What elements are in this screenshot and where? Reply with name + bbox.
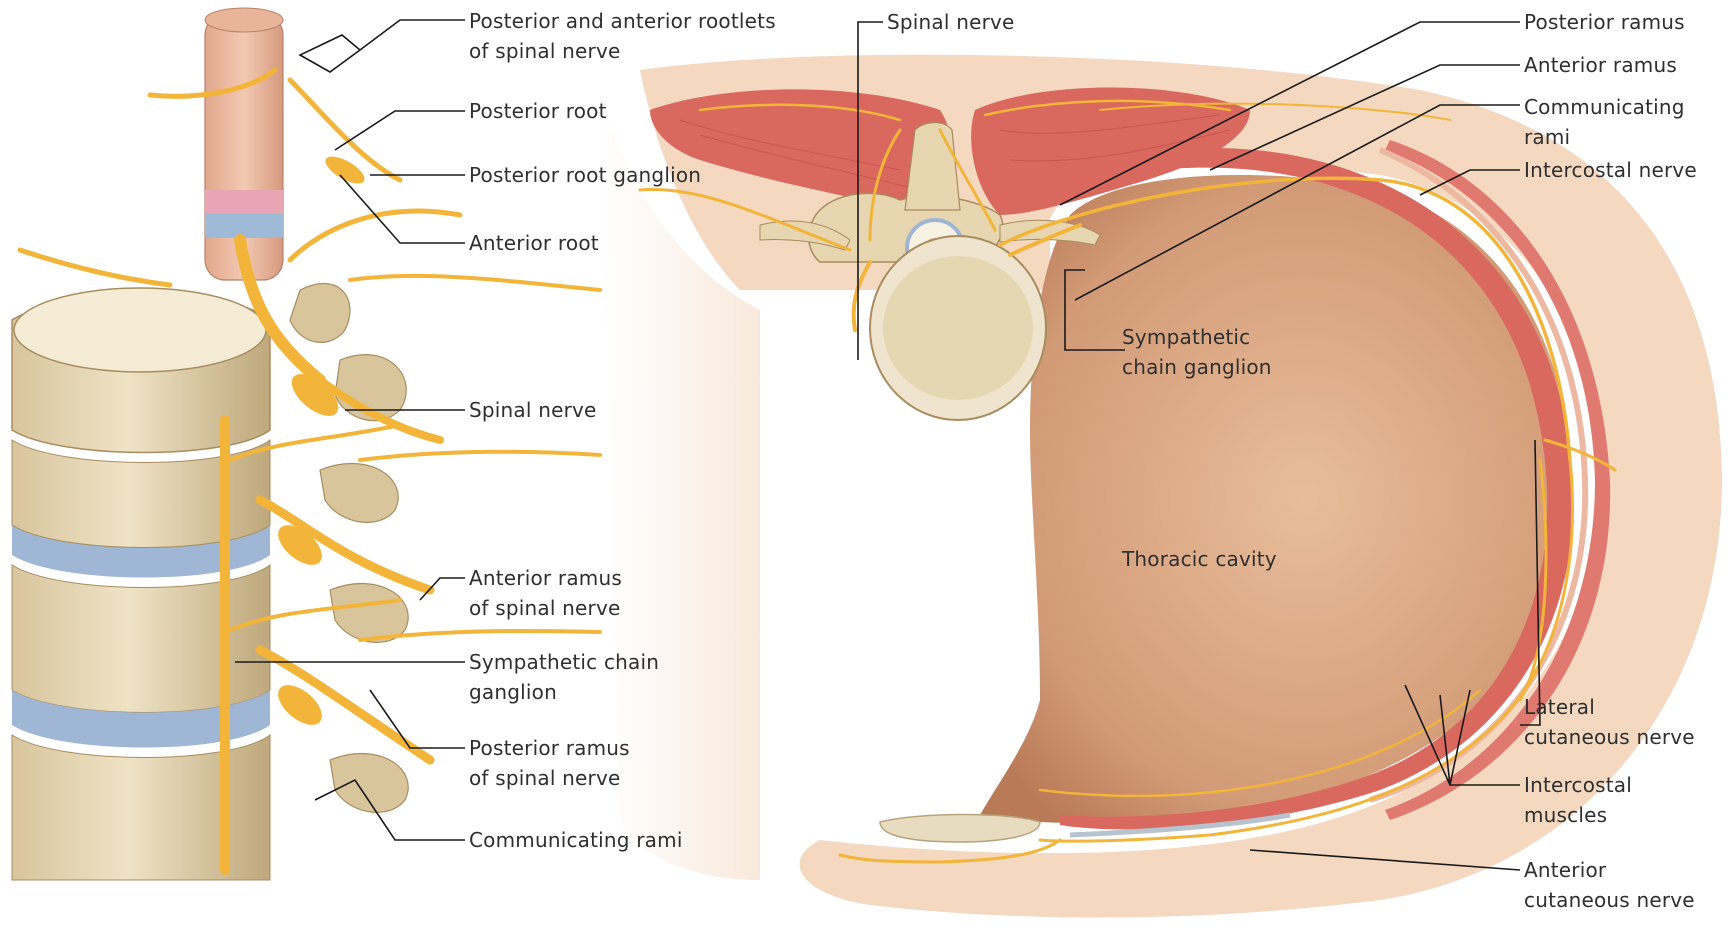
label-posterior-root: Posterior root — [469, 96, 607, 126]
label-communicating-rami-right: Communicating rami — [1524, 92, 1685, 152]
label-posterior-root-ganglion: Posterior root ganglion — [469, 160, 701, 190]
label-anterior-ramus-left: Anterior ramus of spinal nerve — [469, 563, 622, 623]
label-thoracic-cavity: Thoracic cavity — [1122, 544, 1277, 574]
label-spinal-nerve-top: Spinal nerve — [887, 7, 1015, 37]
label-sympathetic-chain-right: Sympathetic chain ganglion — [1122, 322, 1272, 382]
label-spinal-nerve-left: Spinal nerve — [469, 395, 597, 425]
label-posterior-ramus-right: Posterior ramus — [1524, 7, 1685, 37]
label-rootlets: Posterior and anterior rootlets of spina… — [469, 6, 776, 66]
vertebral-bodies — [12, 288, 270, 880]
label-anterior-ramus-right: Anterior ramus — [1524, 50, 1677, 80]
posterior-root-ganglion-shape — [321, 151, 368, 189]
label-sympathetic-chain-left: Sympathetic chain ganglion — [469, 647, 659, 707]
label-intercostal-nerve: Intercostal nerve — [1524, 155, 1697, 185]
label-posterior-ramus-left: Posterior ramus of spinal nerve — [469, 733, 630, 793]
label-anterior-cutaneous: Anterior cutaneous nerve — [1524, 855, 1695, 915]
label-lateral-cutaneous: Lateral cutaneous nerve — [1524, 692, 1695, 752]
label-anterior-root: Anterior root — [469, 228, 599, 258]
label-communicating-rami-left: Communicating rami — [469, 825, 683, 855]
label-intercostal-muscles: Intercostal muscles — [1524, 770, 1632, 830]
sternum — [880, 815, 1040, 843]
